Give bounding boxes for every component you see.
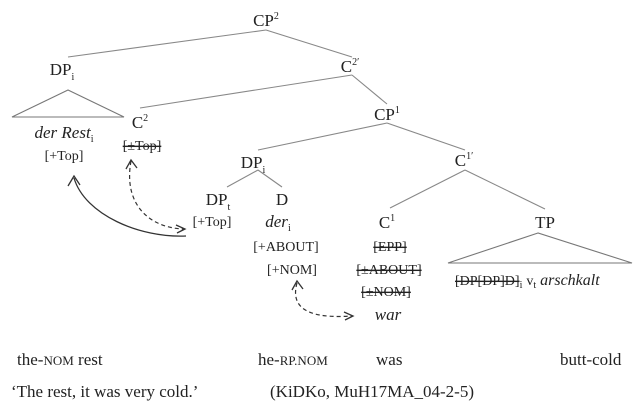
node-tp: TP	[535, 213, 555, 232]
gloss-he-rp-nom: he-RP.NOM	[258, 350, 328, 369]
edge-dp-d	[257, 169, 283, 188]
node-c2bar: C2′	[341, 57, 360, 76]
feature-epp: [EPP]	[373, 240, 406, 255]
word-war: war	[375, 305, 402, 324]
word-der-rest: der Resti	[35, 123, 94, 145]
gloss-butt-cold: butt-cold	[560, 350, 622, 369]
feature-about: [+ABOUT]	[253, 240, 318, 255]
feature-pm-nom: [±NOM]	[361, 285, 411, 300]
node-c2: C2	[132, 113, 148, 132]
node-dp-i: DPi	[241, 153, 266, 176]
gloss-the-nom-rest: the-NOM rest	[17, 350, 103, 369]
node-dp-t: DPt	[206, 190, 231, 213]
tree-edges	[67, 29, 546, 210]
edge-c1bar-tp	[464, 169, 546, 210]
movement-arrow-solid-head	[67, 174, 81, 187]
edge-dp-dpt	[226, 169, 259, 188]
movement-arrow-dashed	[129, 160, 185, 230]
feature-dpt-top: [+Top]	[193, 215, 232, 230]
source-citation: (KiDKo, MuH17MA_04-2-5)	[270, 382, 474, 401]
edge-cp2-c2bar	[265, 29, 353, 58]
agree-arrow-dashed	[294, 282, 353, 318]
triangle-tp	[447, 232, 633, 264]
agree-arrow-head-right	[343, 311, 355, 321]
feature-pm-about: [±ABOUT]	[356, 263, 421, 278]
agree-arrow-head-top	[291, 279, 304, 291]
movement-arrow-dashed-head-top	[125, 158, 138, 170]
edge-cp2-dp	[67, 29, 267, 58]
feature-pm-top: [±Top]	[123, 139, 162, 154]
edge-cp1-c1bar	[386, 122, 466, 151]
node-c1bar: C1′	[455, 151, 474, 170]
movement-arrow-solid	[73, 177, 187, 237]
node-cp2: CP2	[253, 11, 279, 30]
edge-c1bar-c1	[389, 169, 466, 209]
feature-top: [+Top]	[45, 149, 84, 164]
node-dp-top: DPi	[50, 60, 75, 83]
triangle-dp-top	[11, 89, 125, 118]
node-d: D	[276, 190, 288, 209]
translation: ‘The rest, it was very cold.’	[11, 382, 198, 401]
feature-nom: [+NOM]	[267, 263, 317, 278]
edge-c2bar-cp1	[351, 74, 388, 105]
node-c1: C1	[379, 213, 395, 232]
movement-arrow-dashed-head-right	[175, 224, 187, 234]
gloss-was: was	[376, 350, 402, 369]
node-cp1: CP1	[374, 105, 400, 124]
edge-c2bar-c2	[139, 74, 353, 109]
edge-cp1-dp	[257, 122, 388, 151]
word-der-i: deri	[265, 212, 291, 234]
